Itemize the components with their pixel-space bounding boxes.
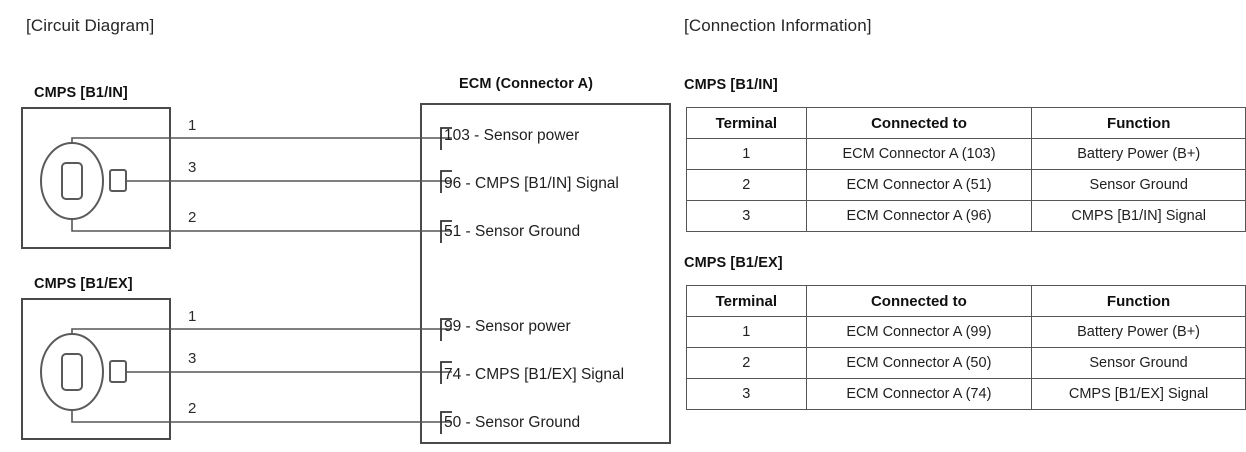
sensor-terminal-square-b1ex [109,360,127,383]
sensor-box-b1in [21,107,171,249]
wire-pin2-b1ex [71,410,452,423]
cell-function: CMPS [B1/EX] Signal [1031,378,1246,410]
pin-number-3-b1in: 3 [188,159,196,176]
ecm-terminal-text-74: 74 - CMPS [B1/EX] Signal [444,366,624,383]
connection-information-title: [Connection Information] [684,16,872,35]
table-row: 3 ECM Connector A (74) CMPS [B1/EX] Sign… [686,378,1246,410]
table-header-row: Terminal Connected to Function [686,107,1246,139]
circuit-diagram-title: [Circuit Diagram] [26,16,155,35]
column-header-function: Function [1031,107,1246,139]
pin-number-1-b1in: 1 [188,117,196,134]
cell-terminal: 2 [686,169,807,201]
sensor-box-b1ex [21,298,171,440]
sensor-block-b1in: 1 3 2 103 - Sensor power 96 - CMPS [B1/I… [21,107,619,249]
pin-number-1-b1ex: 1 [188,308,196,325]
cell-function: Battery Power (B+) [1031,138,1246,170]
cell-connected-to: ECM Connector A (74) [805,378,1033,410]
cell-terminal: 1 [686,138,807,170]
sensor-ellipse-icon-b1in [40,142,104,220]
ecm-terminal-text-50: 50 - Sensor Ground [444,414,580,431]
table-row: 2 ECM Connector A (50) Sensor Ground [686,347,1246,379]
column-header-connected-to: Connected to [805,285,1033,317]
cell-connected-to: ECM Connector A (99) [805,316,1033,348]
table-row: 2 ECM Connector A (51) Sensor Ground [686,169,1246,201]
pin-number-3-b1ex: 3 [188,350,196,367]
cell-connected-to: ECM Connector A (50) [805,347,1033,379]
ecm-terminal-text-96: 96 - CMPS [B1/IN] Signal [444,175,619,192]
cell-terminal: 1 [686,316,807,348]
sensor-core-icon-b1in [61,162,83,200]
connection-table-b1in: Terminal Connected to Function 1 ECM Con… [686,107,1246,232]
wire-pin1-b1in [71,137,452,143]
cell-terminal: 3 [686,378,807,410]
terminal-bracket-50 [440,411,452,434]
cell-connected-to: ECM Connector A (103) [805,138,1033,170]
table-row: 3 ECM Connector A (96) CMPS [B1/IN] Sign… [686,200,1246,232]
cell-connected-to: ECM Connector A (51) [805,169,1033,201]
wire-pin1-b1ex [71,328,452,334]
sensor-core-icon-b1ex [61,353,83,391]
cell-function: Battery Power (B+) [1031,316,1246,348]
pin-number-2-b1ex: 2 [188,400,196,417]
table-row: 1 ECM Connector A (103) Battery Power (B… [686,138,1246,170]
diagram-sensor-label-b1in: CMPS [B1/IN] [34,85,128,101]
connection-table-b1ex: Terminal Connected to Function 1 ECM Con… [686,285,1246,410]
terminal-bracket-51 [440,220,452,243]
table-row: 1 ECM Connector A (99) Battery Power (B+… [686,316,1246,348]
ecm-terminal-text-103: 103 - Sensor power [444,127,579,144]
cell-connected-to: ECM Connector A (96) [805,200,1033,232]
diagram-sensor-label-b1ex: CMPS [B1/EX] [34,276,133,292]
sensor-terminal-square-b1in [109,169,127,192]
column-header-terminal: Terminal [686,285,807,317]
sensor-block-b1ex: 1 3 2 99 - Sensor power 74 - CMPS [B1/EX… [21,298,624,440]
ecm-terminal-text-99: 99 - Sensor power [444,318,571,335]
column-header-terminal: Terminal [686,107,807,139]
cell-function: Sensor Ground [1031,169,1246,201]
table-heading-b1in: CMPS [B1/IN] [684,77,778,93]
pin-number-2-b1in: 2 [188,209,196,226]
ecm-terminal-text-51: 51 - Sensor Ground [444,223,580,240]
terminal-bracket-96 [440,170,452,193]
terminal-bracket-99 [440,318,452,341]
table-heading-b1ex: CMPS [B1/EX] [684,255,783,271]
ecm-connector-label: ECM (Connector A) [459,76,594,92]
cell-terminal: 2 [686,347,807,379]
column-header-function: Function [1031,285,1246,317]
terminal-bracket-74 [440,361,452,384]
wire-pin2-b1in [71,219,452,232]
sensor-ellipse-icon-b1ex [40,333,104,411]
ecm-connector-box [420,103,671,444]
column-header-connected-to: Connected to [805,107,1033,139]
cell-function: CMPS [B1/IN] Signal [1031,200,1246,232]
terminal-bracket-103 [440,127,452,150]
cell-terminal: 3 [686,200,807,232]
table-header-row: Terminal Connected to Function [686,285,1246,317]
circuit-diagram: 1 3 2 103 - Sensor power 96 - CMPS [B1/I… [21,103,671,444]
cell-function: Sensor Ground [1031,347,1246,379]
